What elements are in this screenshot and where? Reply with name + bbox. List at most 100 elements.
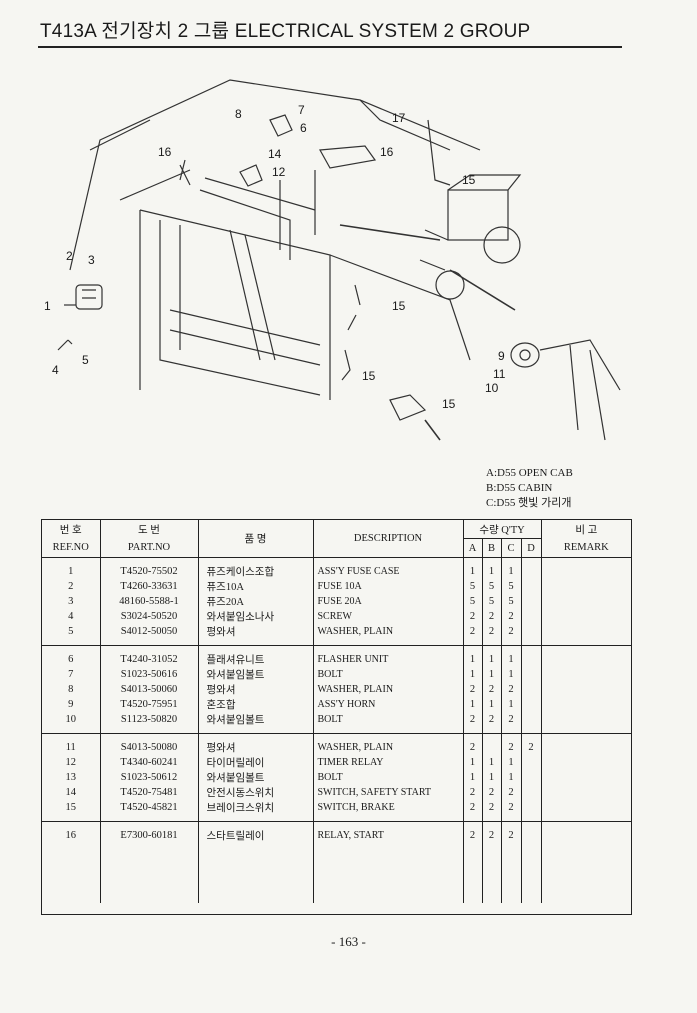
qty-c-cell: 5 xyxy=(501,594,522,609)
spacer-cell xyxy=(42,821,101,828)
page-number: - 163 - xyxy=(331,934,366,949)
header-col-c: C xyxy=(501,538,522,558)
name-ko-cell: 혼조합 xyxy=(198,697,314,712)
description-cell: FUSE 10A xyxy=(313,579,464,594)
name-ko-cell: 퓨즈10A xyxy=(198,579,314,594)
qty-b-cell: 1 xyxy=(482,667,502,682)
spacer-cell xyxy=(100,815,199,822)
spacer-cell xyxy=(42,557,101,564)
description-cell: FLASHER UNIT xyxy=(313,652,464,667)
header-remark-en: REMARK xyxy=(541,538,632,558)
qty-c-cell: 2 xyxy=(501,712,522,727)
header-col-a: A xyxy=(463,538,483,558)
parts-table: 번 호 도 번 품 명 DESCRIPTION 수량 Q'TY 비 고 REF.… xyxy=(41,519,632,915)
part-no-cell: S4013-50060 xyxy=(100,682,199,697)
spacer-cell xyxy=(463,645,483,652)
filler-row xyxy=(42,843,631,903)
callout-8: 8 xyxy=(235,107,242,121)
callout-10: 10 xyxy=(485,381,499,395)
name-ko-cell: 평와셔 xyxy=(198,682,314,697)
spacer-cell xyxy=(313,645,464,652)
spacer-cell xyxy=(198,821,314,828)
part-no-cell: S4012-50050 xyxy=(100,624,199,639)
header-name-ko: 품 명 xyxy=(198,520,314,558)
part-no-cell: T4520-45821 xyxy=(100,800,199,815)
qty-d-cell xyxy=(521,828,542,843)
qty-c-cell: 1 xyxy=(501,667,522,682)
spacer-cell xyxy=(501,557,522,564)
callout-15d: 15 xyxy=(442,397,456,411)
spacer-cell xyxy=(42,733,101,740)
part-no-cell: S1023-50616 xyxy=(100,667,199,682)
qty-c-cell: 1 xyxy=(501,564,522,579)
description-cell: ASS'Y HORN xyxy=(313,697,464,712)
fuse-case-assembly xyxy=(57,284,103,351)
spacer-row xyxy=(42,645,631,652)
ref-no-cell: 1 xyxy=(42,564,101,579)
qty-d-cell xyxy=(521,770,542,785)
title-rule xyxy=(38,46,622,48)
qty-a-cell: 2 xyxy=(463,740,483,755)
spacer-cell xyxy=(198,557,314,564)
qty-c-cell: 2 xyxy=(501,682,522,697)
spacer-cell xyxy=(501,727,522,734)
ref-no-cell: 9 xyxy=(42,697,101,712)
spacer-cell xyxy=(42,727,101,734)
qty-d-cell xyxy=(521,609,542,624)
filler-cell xyxy=(521,843,542,903)
spacer-cell xyxy=(463,821,483,828)
qty-c-cell: 2 xyxy=(501,785,522,800)
qty-d-cell xyxy=(521,755,542,770)
remark-cell xyxy=(541,682,631,697)
callout-17: 17 xyxy=(392,111,406,125)
callout-15a: 15 xyxy=(462,173,476,187)
callout-labels: 1 2 3 4 5 6 7 8 9 10 11 12 14 15 15 15 1… xyxy=(44,103,506,411)
callout-4: 4 xyxy=(52,363,59,377)
spacer-cell xyxy=(501,645,522,652)
description-cell: WASHER, PLAIN xyxy=(313,682,464,697)
qty-d-cell xyxy=(521,800,542,815)
name-ko-cell: 평와셔 xyxy=(198,740,314,755)
qty-b-cell: 2 xyxy=(482,682,502,697)
header-qty: 수량 Q'TY xyxy=(463,520,542,539)
spacer-cell xyxy=(521,557,542,564)
header-ref-en: REF.NO xyxy=(42,538,101,558)
qty-b-cell xyxy=(482,740,502,755)
qty-a-cell: 1 xyxy=(463,667,483,682)
description-cell: ASS'Y FUSE CASE xyxy=(313,564,464,579)
legend-b: B:D55 CABIN xyxy=(486,482,553,494)
header-ref-ko: 번 호 xyxy=(42,520,101,539)
qty-d-cell xyxy=(521,682,542,697)
qty-b-cell: 1 xyxy=(482,697,502,712)
spacer-cell xyxy=(313,557,464,564)
spacer-cell xyxy=(463,727,483,734)
ref-no-cell: 2 xyxy=(42,579,101,594)
part-no-cell: S4013-50080 xyxy=(100,740,199,755)
ref-no-cell: 15 xyxy=(42,800,101,815)
callout-15b: 15 xyxy=(392,299,406,313)
qty-a-cell: 2 xyxy=(463,785,483,800)
name-ko-cell: 와셔붙임소나사 xyxy=(198,609,314,624)
spacer-cell xyxy=(100,733,199,740)
spacer-cell xyxy=(541,639,632,646)
qty-d-cell xyxy=(521,579,542,594)
callout-15c: 15 xyxy=(362,369,376,383)
qty-a-cell: 2 xyxy=(463,828,483,843)
description-cell: SWITCH, SAFETY START xyxy=(313,785,464,800)
model-legend: A:D55 OPEN CAB B:D55 CABIN C:D55 햇빛 가리개 xyxy=(486,466,573,511)
qty-c-cell: 1 xyxy=(501,652,522,667)
part-no-cell: T4240-31052 xyxy=(100,652,199,667)
remark-cell xyxy=(541,667,631,682)
spacer-cell xyxy=(463,639,483,646)
name-ko-cell: 와셔붙임볼트 xyxy=(198,770,314,785)
filler-cell xyxy=(198,843,314,903)
ref-no-cell: 8 xyxy=(42,682,101,697)
spacer-cell xyxy=(521,645,542,652)
qty-b-cell: 2 xyxy=(482,624,502,639)
